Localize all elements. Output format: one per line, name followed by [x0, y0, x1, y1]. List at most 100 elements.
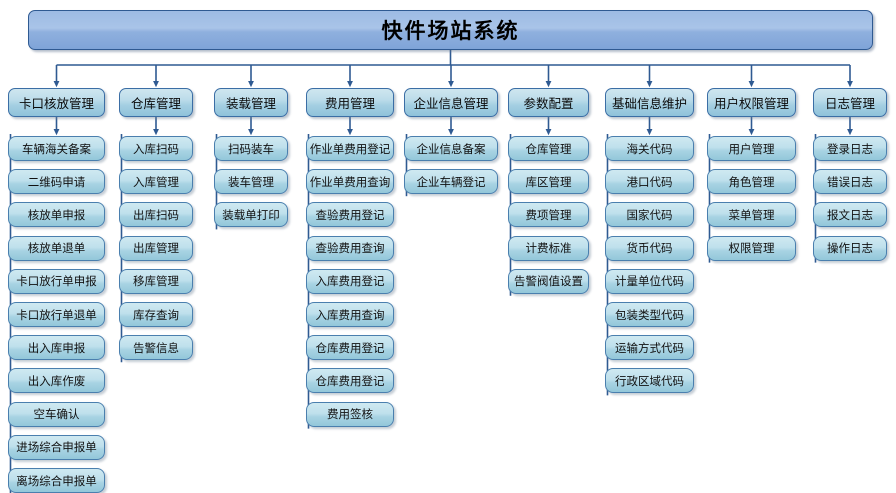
- node-col-2-child-3[interactable]: 出库扫码: [119, 202, 193, 228]
- node-col-7-child-8[interactable]: 行政区域代码: [605, 368, 694, 394]
- node-col-1-child-3[interactable]: 核放单申报: [8, 202, 105, 228]
- node-label: 入库管理: [133, 176, 179, 189]
- node-col-8-child-2[interactable]: 角色管理: [707, 169, 796, 195]
- node-label: 车辆海关备案: [22, 143, 91, 156]
- node-col-9-child-4[interactable]: 操作日志: [813, 235, 887, 261]
- node-col-2-child-2[interactable]: 入库管理: [119, 169, 193, 195]
- node-col-9-child-3[interactable]: 报文日志: [813, 202, 887, 228]
- node-label: 作业单费用查询: [309, 176, 391, 189]
- node-label: 卡口放行单申报: [16, 276, 97, 289]
- node-label: 海关代码: [626, 143, 673, 156]
- node-col-7[interactable]: 基础信息维护: [605, 88, 694, 117]
- node-label: 基础信息维护: [611, 97, 687, 111]
- node-col-4-child-8[interactable]: 仓库费用登记: [306, 368, 394, 394]
- node-label: 入库扫码: [133, 143, 179, 156]
- node-col-2-child-6[interactable]: 库存查询: [119, 302, 193, 327]
- node-label: 权限管理: [728, 243, 775, 256]
- node-col-4-child-3[interactable]: 查验费用登记: [306, 202, 394, 228]
- node-col-9[interactable]: 日志管理: [813, 88, 887, 117]
- node-col-1-child-1[interactable]: 车辆海关备案: [8, 136, 105, 161]
- node-col-4[interactable]: 费用管理: [306, 88, 394, 117]
- node-label: 查验费用登记: [315, 209, 385, 222]
- node-label: 出入库申报: [27, 342, 86, 355]
- node-col-5[interactable]: 企业信息管理: [404, 88, 498, 117]
- node-col-1-child-7[interactable]: 出入库申报: [8, 335, 105, 361]
- node-col-6-child-3[interactable]: 费项管理: [508, 202, 589, 228]
- node-label: 参数配置: [523, 97, 574, 111]
- node-col-6-child-2[interactable]: 库区管理: [508, 169, 589, 195]
- node-col-1-child-10[interactable]: 进场综合申报单: [8, 434, 105, 460]
- node-col-7-child-3[interactable]: 国家代码: [605, 202, 694, 228]
- node-col-7-child-6[interactable]: 包装类型代码: [605, 302, 694, 327]
- node-label: 库区管理: [525, 176, 572, 189]
- node-label: 装载单打印: [222, 209, 280, 222]
- node-col-7-child-4[interactable]: 货币代码: [605, 235, 694, 261]
- node-col-2-child-4[interactable]: 出库管理: [119, 235, 193, 261]
- node-col-5-child-2[interactable]: 企业车辆登记: [404, 169, 498, 195]
- node-label: 行政区域代码: [615, 375, 684, 388]
- node-col-8-child-4[interactable]: 权限管理: [707, 235, 796, 261]
- node-col-8[interactable]: 用户权限管理: [707, 88, 796, 117]
- node-col-1-child-5[interactable]: 卡口放行单申报: [8, 268, 105, 294]
- node-col-1-child-11[interactable]: 离场综合申报单: [8, 468, 105, 493]
- node-label: 计量单位代码: [615, 276, 684, 289]
- node-label: 企业信息备案: [416, 143, 486, 156]
- node-col-1-child-9[interactable]: 空车确认: [8, 401, 105, 427]
- node-col-3-child-2[interactable]: 装车管理: [214, 169, 288, 195]
- node-col-4-child-7[interactable]: 仓库费用登记: [306, 335, 394, 361]
- node-label: 错误日志: [827, 176, 873, 189]
- node-label: 卡口核放管理: [18, 97, 94, 111]
- node-label: 费项管理: [525, 209, 572, 222]
- node-col-3-child-3[interactable]: 装载单打印: [214, 202, 288, 228]
- node-col-4-child-9[interactable]: 费用签核: [306, 401, 394, 427]
- node-col-1-child-2[interactable]: 二维码申请: [8, 169, 105, 195]
- node-label: 费用管理: [324, 97, 375, 111]
- node-col-4-child-4[interactable]: 查验费用查询: [306, 235, 394, 261]
- node-col-4-child-6[interactable]: 入库费用查询: [306, 302, 394, 327]
- node-col-9-child-2[interactable]: 错误日志: [813, 169, 887, 195]
- node-col-9-child-1[interactable]: 登录日志: [813, 136, 887, 161]
- node-label: 企业车辆登记: [416, 176, 486, 189]
- node-col-6[interactable]: 参数配置: [508, 88, 589, 117]
- node-label: 核放单申报: [27, 209, 86, 222]
- node-label: 出库管理: [133, 243, 179, 256]
- node-col-6-child-5[interactable]: 告警阀值设置: [508, 268, 589, 294]
- node-col-2-child-1[interactable]: 入库扫码: [119, 136, 193, 161]
- node-col-1-child-4[interactable]: 核放单退单: [8, 235, 105, 261]
- node-label: 仓库费用登记: [315, 375, 385, 388]
- node-col-5-child-1[interactable]: 企业信息备案: [404, 136, 498, 161]
- node-col-2-child-5[interactable]: 移库管理: [119, 268, 193, 294]
- node-col-4-child-5[interactable]: 入库费用登记: [306, 268, 394, 294]
- node-label: 库存查询: [133, 309, 179, 322]
- node-col-1-child-6[interactable]: 卡口放行单退单: [8, 302, 105, 327]
- node-col-6-child-1[interactable]: 仓库管理: [508, 136, 589, 161]
- node-col-2-child-7[interactable]: 告警信息: [119, 335, 193, 361]
- node-label: 扫码装车: [228, 143, 274, 156]
- node-col-7-child-5[interactable]: 计量单位代码: [605, 268, 694, 294]
- node-label: 卡口放行单退单: [16, 309, 97, 322]
- node-col-4-child-2[interactable]: 作业单费用查询: [306, 169, 394, 195]
- node-label: 运输方式代码: [615, 342, 684, 355]
- node-label: 企业信息管理: [413, 97, 489, 111]
- node-col-6-child-4[interactable]: 计费标准: [508, 235, 589, 261]
- node-label: 包装类型代码: [615, 309, 684, 322]
- node-label: 装车管理: [228, 176, 274, 189]
- node-label: 进场综合申报单: [16, 442, 97, 455]
- node-col-7-child-2[interactable]: 港口代码: [605, 169, 694, 195]
- node-col-7-child-1[interactable]: 海关代码: [605, 136, 694, 161]
- node-label: 移库管理: [133, 276, 179, 289]
- node-col-3[interactable]: 装载管理: [214, 88, 288, 117]
- node-col-1-child-8[interactable]: 出入库作废: [8, 368, 105, 394]
- node-col-2[interactable]: 仓库管理: [119, 88, 193, 117]
- node-label: 菜单管理: [728, 209, 775, 222]
- node-col-1[interactable]: 卡口核放管理: [8, 88, 105, 117]
- node-label: 操作日志: [827, 243, 873, 256]
- node-label: 出入库作废: [27, 375, 86, 388]
- node-col-7-child-7[interactable]: 运输方式代码: [605, 335, 694, 361]
- node-col-3-child-1[interactable]: 扫码装车: [214, 136, 288, 161]
- node-label: 核放单退单: [27, 243, 86, 256]
- node-col-4-child-1[interactable]: 作业单费用登记: [306, 136, 394, 161]
- node-col-8-child-1[interactable]: 用户管理: [707, 136, 796, 161]
- node-col-8-child-3[interactable]: 菜单管理: [707, 202, 796, 228]
